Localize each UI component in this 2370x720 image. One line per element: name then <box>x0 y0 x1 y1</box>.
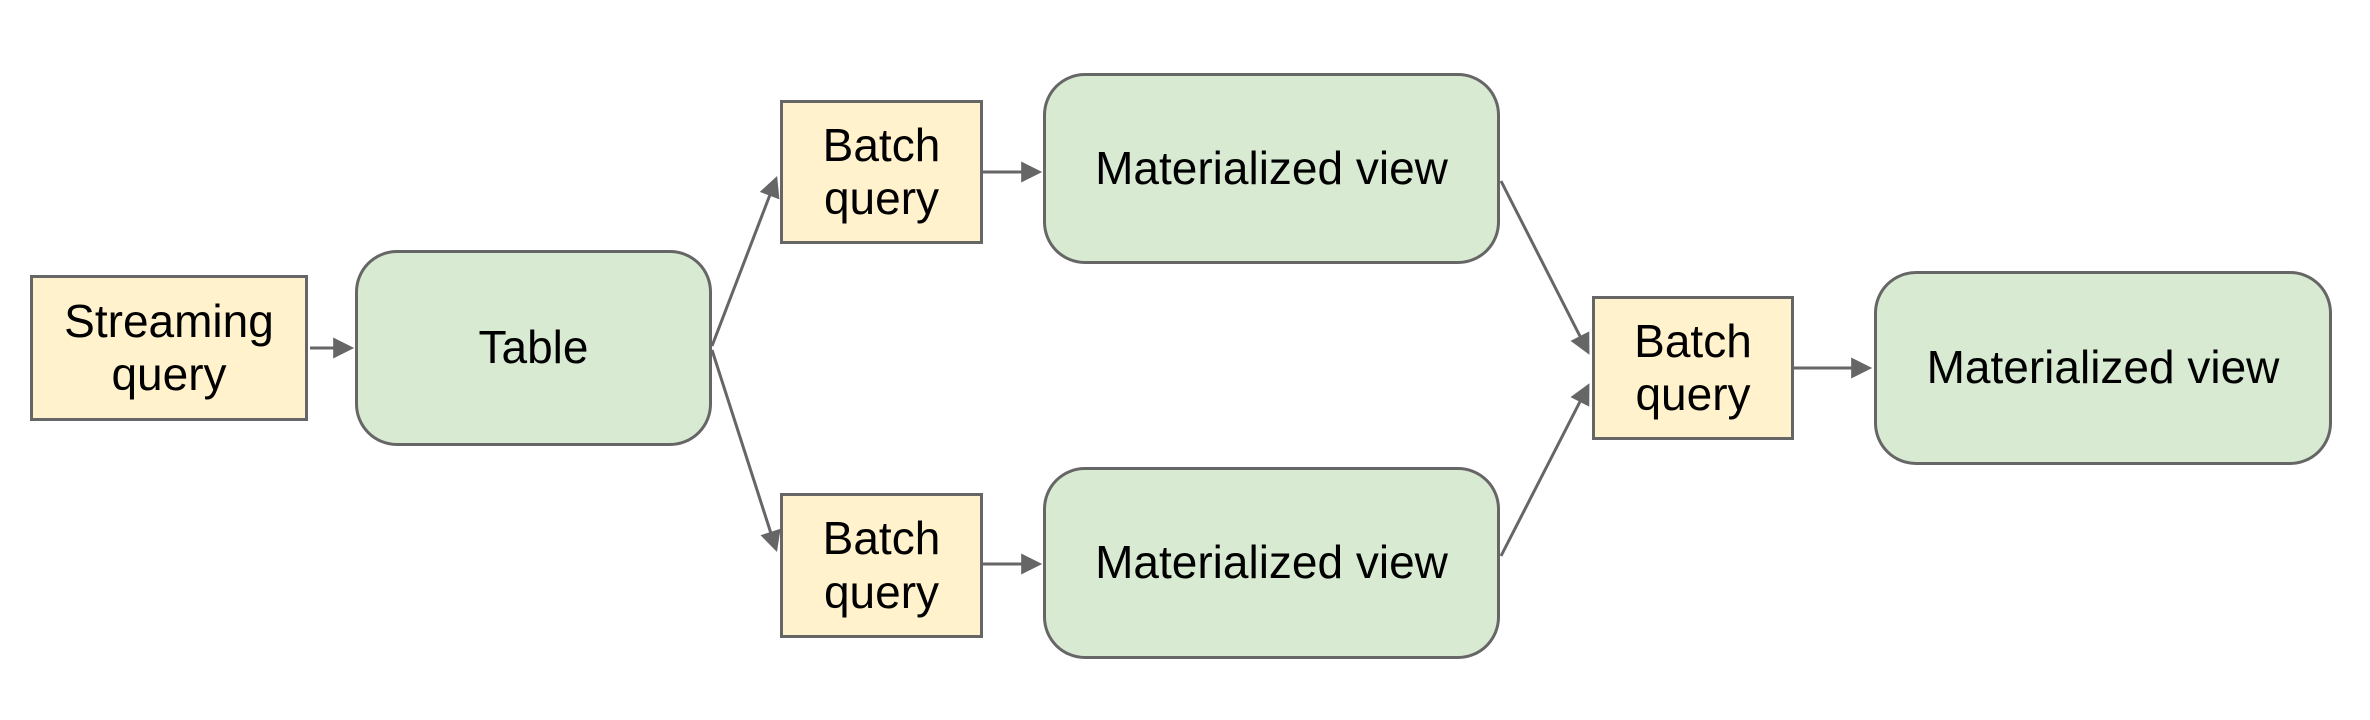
node-materialized-view-right-label: Materialized view <box>1926 341 2280 394</box>
node-materialized-view-bottom-label: Materialized view <box>1095 536 1448 589</box>
node-batch-query-center: Batch query <box>1592 296 1794 440</box>
node-batch-query-top-label: Batch query <box>822 118 941 224</box>
arrow-table-to-batch-query-bottom <box>710 349 781 552</box>
node-table: Table <box>355 250 712 446</box>
node-materialized-view-top: Materialized view <box>1043 73 1500 264</box>
node-streaming-query-label: Streaming query <box>64 294 274 400</box>
node-materialized-view-bottom: Materialized view <box>1043 467 1500 659</box>
node-table-label: Table <box>478 321 589 374</box>
arrow-materialized-view-top-to-batch-query-center <box>1499 180 1590 355</box>
arrow-materialized-view-bottom-to-batch-query-center <box>1499 383 1590 557</box>
node-batch-query-top: Batch query <box>780 100 983 244</box>
arrow-table-to-batch-query-top <box>710 176 780 347</box>
node-materialized-view-right: Materialized view <box>1874 271 2332 465</box>
node-materialized-view-top-label: Materialized view <box>1095 141 1448 194</box>
node-batch-query-bottom: Batch query <box>780 493 983 638</box>
node-streaming-query: Streaming query <box>30 275 308 421</box>
node-batch-query-bottom-label: Batch query <box>822 512 941 618</box>
node-batch-query-center-label: Batch query <box>1634 314 1752 420</box>
